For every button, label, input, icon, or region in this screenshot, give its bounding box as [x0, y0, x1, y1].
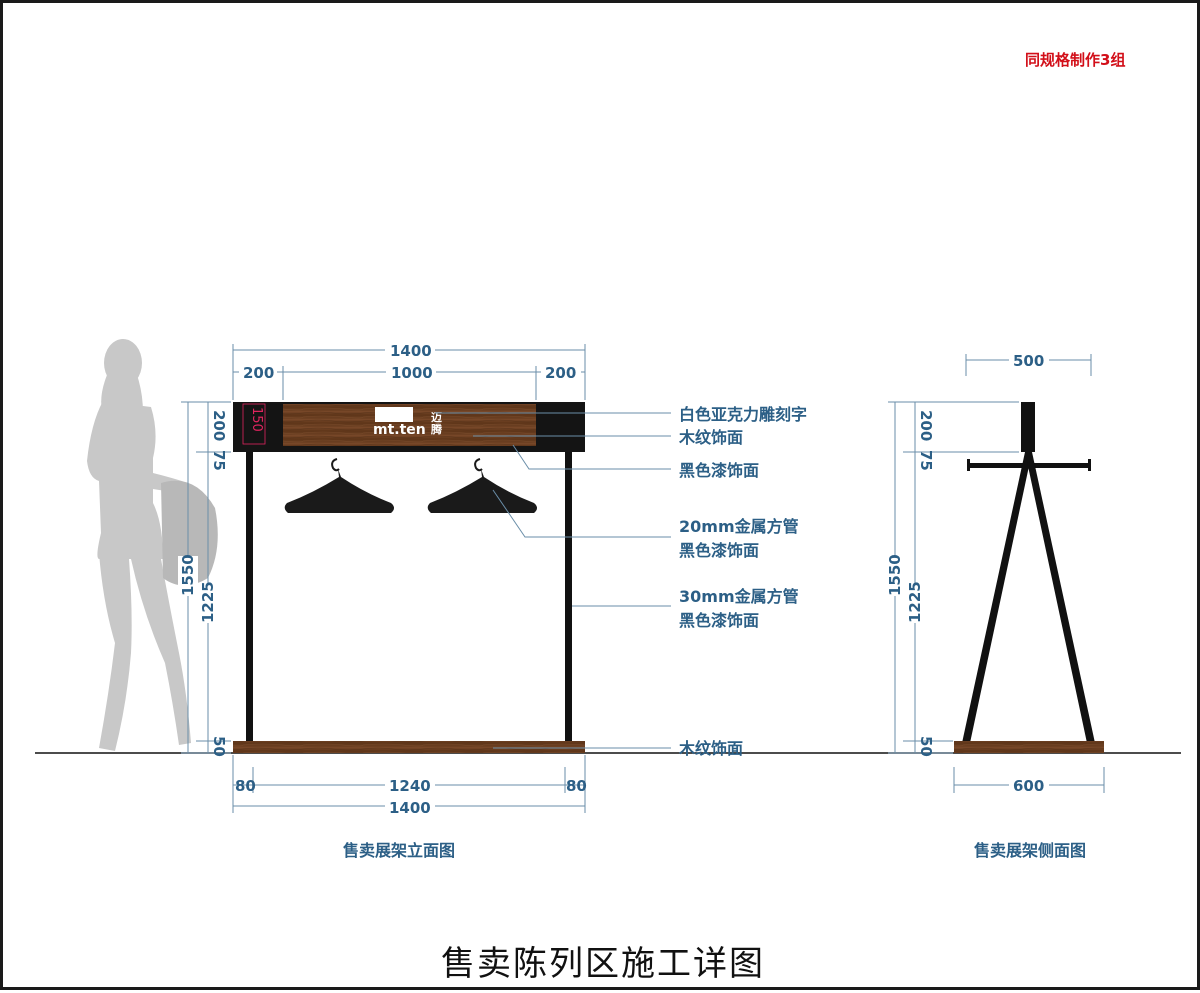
side-dim-post-height: 1225: [906, 581, 924, 623]
callout-black-paint: 黑色漆饰面: [679, 461, 759, 480]
callout-tube30-line2: 黑色漆饰面: [679, 611, 759, 630]
dim-overall-width: 1400: [390, 342, 432, 360]
dim-gap: 75: [210, 450, 228, 471]
callout-wood-base: 木纹饰面: [678, 739, 743, 758]
side-elevation: 500 600 200 75 1550 1225 50 售卖展架侧面图: [885, 351, 1105, 860]
logo-cn-text: 迈腾: [431, 411, 443, 436]
side-left-leg: [962, 452, 1032, 743]
sign-height-mark: 150: [249, 407, 264, 432]
callout-acrylic: 白色亚克力雕刻字: [679, 405, 807, 424]
front-elevation: 150 mt.ten 迈腾 1400 200: [178, 341, 587, 860]
side-dim-sign-height: 200: [917, 410, 935, 441]
side-dim-total-height: 1550: [886, 554, 904, 596]
dim-total-height: 1550: [179, 554, 197, 596]
construction-drawing: 同规格制作3组 150 mt.ten 迈腾: [35, 51, 1181, 984]
logo-brand-text: mt.ten: [373, 422, 426, 438]
logo-mark-icon: [375, 407, 413, 422]
callout-wood-top: 木纹饰面: [678, 428, 743, 447]
dim-bottom-left-offset: 80: [235, 777, 256, 795]
callout-tube20-line2: 黑色漆饰面: [679, 541, 759, 560]
side-dim-base-width: 600: [1013, 777, 1044, 795]
dim-left-section: 200: [243, 364, 274, 382]
right-post: [565, 452, 572, 742]
callouts: 白色亚克力雕刻字 木纹饰面 黑色漆饰面 20mm金属方管 黑色漆饰面 30mm金…: [435, 405, 807, 758]
left-post: [246, 452, 253, 742]
side-dim-base-height: 50: [917, 736, 935, 757]
callout-tube20-line1: 20mm金属方管: [679, 517, 799, 536]
side-wood-base: [954, 741, 1104, 753]
quantity-note: 同规格制作3组: [1025, 51, 1125, 69]
brand-logo: mt.ten 迈腾: [373, 407, 443, 438]
dim-base-height: 50: [210, 736, 228, 757]
dim-middle-section: 1000: [391, 364, 433, 382]
callout-tube30-line1: 30mm金属方管: [679, 587, 799, 606]
front-view-caption: 售卖展架立面图: [343, 841, 455, 860]
wood-base: [233, 741, 585, 753]
human-silhouette: [87, 339, 218, 751]
side-view-caption: 售卖展架侧面图: [974, 841, 1086, 860]
dim-bottom-right-offset: 80: [566, 777, 587, 795]
side-dim-top-width: 500: [1013, 352, 1044, 370]
dim-inner-width: 1240: [389, 777, 431, 795]
hanger-left: [284, 458, 394, 513]
dim-sign-height: 200: [210, 410, 228, 441]
side-sign-post: [1021, 402, 1035, 452]
sign-height-box: [242, 403, 266, 445]
hanger-right: [427, 458, 537, 513]
side-right-leg: [1025, 452, 1095, 743]
dim-bottom-overall: 1400: [389, 799, 431, 817]
side-dim-gap: 75: [917, 450, 935, 471]
dim-post-height: 1225: [199, 581, 217, 623]
page-title: 售卖陈列区施工详图: [441, 944, 765, 984]
dim-right-section: 200: [545, 364, 576, 382]
